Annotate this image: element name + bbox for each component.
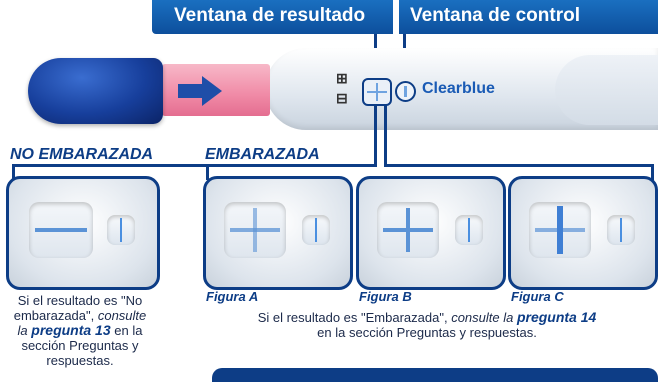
- figure-b-caption: Figura B: [359, 289, 412, 304]
- result-example-not-pregnant: [6, 176, 160, 290]
- connector-drop-center: [206, 164, 209, 180]
- connector-horizontal-left: [12, 164, 377, 167]
- result-example-figure-c: [508, 176, 658, 290]
- test-cap: [28, 58, 163, 124]
- arrow-icon-body: [178, 84, 204, 98]
- test-stick-handle: [555, 55, 658, 125]
- result-window-label: Ventana de resultado: [174, 5, 366, 26]
- connector-drop-left: [12, 164, 15, 180]
- control-window: [455, 215, 483, 245]
- bottom-panel-edge: [212, 368, 658, 382]
- arrow-right-icon: [202, 76, 222, 106]
- figure-a-caption: Figura A: [206, 289, 259, 304]
- pregnant-instructions: Si el resultado es "Embarazada", consult…: [257, 309, 597, 341]
- header-banner: [152, 0, 658, 34]
- result-window: [529, 202, 591, 258]
- result-example-figure-a: [203, 176, 353, 290]
- result-line-horizontal: [35, 228, 87, 232]
- figure-c-caption: Figura C: [511, 289, 564, 304]
- connector-vertical-a: [374, 104, 377, 164]
- plus-symbol-icon: ⊞: [336, 70, 348, 86]
- result-line-vertical: [406, 208, 410, 252]
- control-window-label: Ventana de control: [410, 5, 580, 26]
- result-line-vertical: [253, 208, 257, 252]
- control-window: [607, 215, 635, 245]
- banner-divider: [393, 0, 399, 34]
- control-window: [107, 215, 135, 245]
- connector-horizontal-right: [384, 164, 654, 167]
- connector-drop-right: [651, 164, 654, 180]
- pregnant-heading: EMBARAZADA: [205, 146, 320, 163]
- not-pregnant-heading: NO EMBARAZADA: [10, 146, 154, 163]
- result-window: [377, 202, 439, 258]
- control-window: [302, 215, 330, 245]
- result-line-vertical: [557, 206, 563, 254]
- stick-result-window: [362, 78, 392, 106]
- stick-control-window: [395, 81, 416, 102]
- brand-logo: Clearblue: [422, 80, 495, 97]
- result-example-figure-b: [356, 176, 506, 290]
- not-pregnant-instructions: Si el resultado es "No embarazada", cons…: [13, 293, 147, 368]
- minus-symbol-icon: ⊟: [336, 90, 348, 106]
- connector-vertical-b: [384, 104, 387, 164]
- result-window: [29, 202, 93, 258]
- result-window: [224, 202, 286, 258]
